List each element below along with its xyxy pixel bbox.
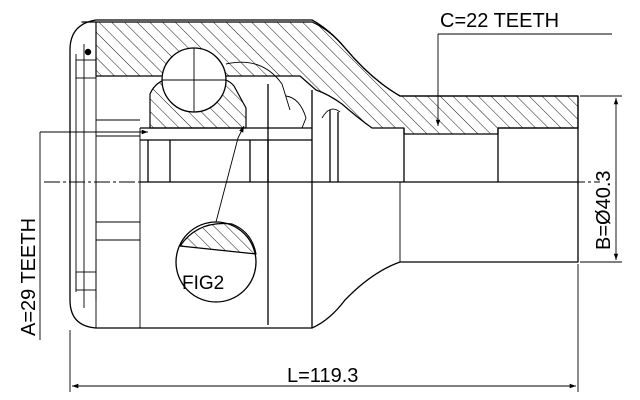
fig2-detail: FIG2	[175, 125, 257, 303]
ball-bearing	[149, 47, 307, 129]
spline-a-label: A=29 TEETH	[18, 218, 40, 336]
fig2-label: FIG2	[182, 273, 224, 294]
callout-c: C=22 TEETH	[435, 10, 612, 126]
callout-a: A=29 TEETH	[18, 129, 149, 340]
mouth-grooves	[75, 22, 97, 328]
length-l-label: L=119.3	[287, 365, 358, 387]
dimension-b: B=Ø40.3	[580, 95, 622, 263]
spline-c-label: C=22 TEETH	[440, 10, 559, 32]
housing-lower-body	[95, 182, 579, 328]
diameter-b-label: B=Ø40.3	[593, 170, 615, 250]
dimension-l: L=119.3	[69, 264, 579, 392]
